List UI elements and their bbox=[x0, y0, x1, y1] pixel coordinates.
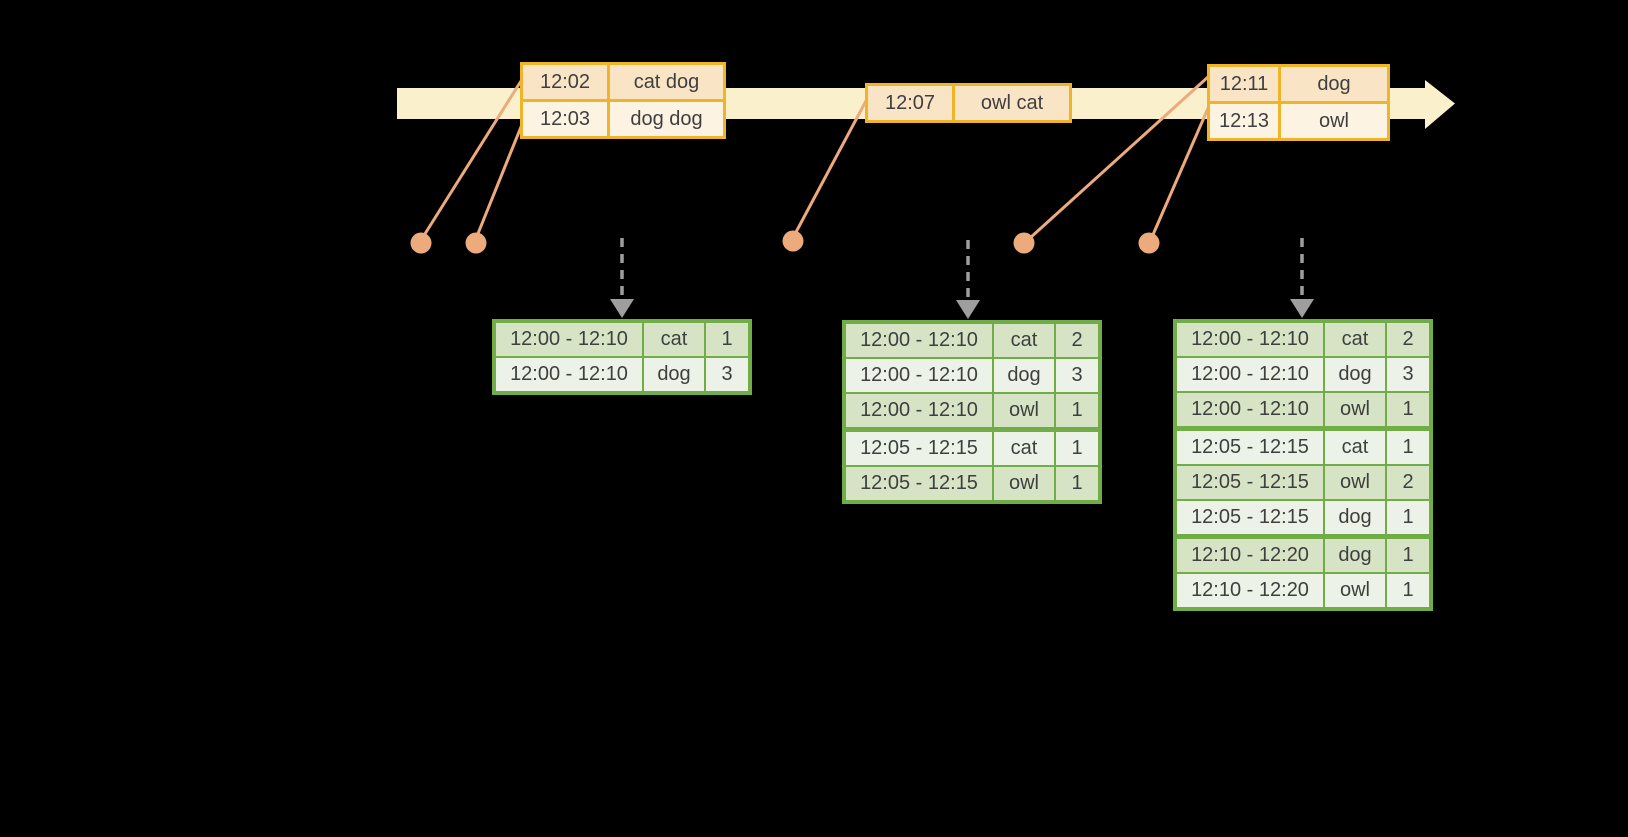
count-cell: 3 bbox=[1056, 359, 1098, 392]
event-time-cell: 12:13 bbox=[1210, 104, 1278, 138]
event-words-cell: cat dog bbox=[610, 65, 723, 99]
event-words-cell: owl bbox=[1281, 104, 1387, 138]
window-cell: 12:00 - 12:10 bbox=[846, 359, 992, 392]
table-row: 12:05 - 12:15 cat 1 bbox=[1177, 431, 1429, 464]
count-cell: 2 bbox=[1387, 466, 1429, 499]
event-connector-line bbox=[475, 121, 525, 237]
word-cell: cat bbox=[1325, 323, 1385, 356]
trigger-arrow-icon bbox=[610, 238, 634, 318]
count-cell: 2 bbox=[1387, 323, 1429, 356]
table-row: 12:05 - 12:15 dog 1 bbox=[1177, 501, 1429, 534]
event-row: 12:11 dog bbox=[1210, 67, 1387, 101]
count-cell: 1 bbox=[1387, 501, 1429, 534]
event-time-cell: 12:07 bbox=[868, 86, 952, 120]
count-cell: 1 bbox=[1056, 432, 1098, 465]
table-row: 12:05 - 12:15 owl 1 bbox=[846, 467, 1098, 500]
window-cell: 12:00 - 12:10 bbox=[846, 324, 992, 357]
count-cell: 2 bbox=[1056, 324, 1098, 357]
event-group-box-2: 12:07 owl cat bbox=[865, 83, 1072, 123]
window-cell: 12:00 - 12:10 bbox=[1177, 323, 1323, 356]
count-cell: 1 bbox=[1387, 574, 1429, 607]
count-cell: 3 bbox=[706, 358, 748, 391]
window-cell: 12:00 - 12:10 bbox=[1177, 358, 1323, 391]
table-row: 12:10 - 12:20 owl 1 bbox=[1177, 574, 1429, 607]
window-cell: 12:00 - 12:10 bbox=[496, 323, 642, 356]
event-dot bbox=[782, 230, 804, 252]
event-row: 12:13 owl bbox=[1210, 104, 1387, 138]
event-row: 12:03 dog dog bbox=[523, 102, 723, 136]
count-cell: 1 bbox=[1387, 393, 1429, 426]
word-cell: cat bbox=[994, 324, 1054, 357]
word-cell: dog bbox=[1325, 501, 1385, 534]
word-cell: dog bbox=[1325, 539, 1385, 572]
count-cell: 3 bbox=[1387, 358, 1429, 391]
event-dot bbox=[465, 232, 487, 254]
window-cell: 12:00 - 12:10 bbox=[846, 394, 992, 427]
count-cell: 1 bbox=[1387, 539, 1429, 572]
event-row: 12:07 owl cat bbox=[868, 86, 1069, 120]
window-cell: 12:10 - 12:20 bbox=[1177, 574, 1323, 607]
table-row: 12:00 - 12:10 cat 2 bbox=[846, 324, 1098, 357]
window-cell: 12:00 - 12:10 bbox=[1177, 393, 1323, 426]
window-cell: 12:05 - 12:15 bbox=[1177, 501, 1323, 534]
table-row: 12:05 - 12:15 cat 1 bbox=[846, 432, 1098, 465]
count-cell: 1 bbox=[1387, 431, 1429, 464]
word-cell: owl bbox=[1325, 466, 1385, 499]
word-cell: dog bbox=[994, 359, 1054, 392]
result-table-2: 12:00 - 12:10 cat 2 12:00 - 12:10 dog 3 … bbox=[842, 320, 1102, 504]
table-row: 12:05 - 12:15 owl 2 bbox=[1177, 466, 1429, 499]
window-cell: 12:00 - 12:10 bbox=[496, 358, 642, 391]
event-row: 12:02 cat dog bbox=[523, 65, 723, 99]
word-cell: owl bbox=[1325, 393, 1385, 426]
event-time-cell: 12:11 bbox=[1210, 67, 1278, 101]
event-words-cell: owl cat bbox=[955, 86, 1069, 120]
window-cell: 12:05 - 12:15 bbox=[1177, 466, 1323, 499]
table-row: 12:00 - 12:10 dog 3 bbox=[1177, 358, 1429, 391]
result-table-3: 12:00 - 12:10 cat 2 12:00 - 12:10 dog 3 … bbox=[1173, 319, 1433, 611]
result-table-1: 12:00 - 12:10 cat 1 12:00 - 12:10 dog 3 bbox=[492, 319, 752, 395]
word-cell: cat bbox=[1325, 431, 1385, 464]
table-row: 12:10 - 12:20 dog 1 bbox=[1177, 539, 1429, 572]
table-row: 12:00 - 12:10 dog 3 bbox=[846, 359, 1098, 392]
event-words-cell: dog bbox=[1281, 67, 1387, 101]
event-time-cell: 12:02 bbox=[523, 65, 607, 99]
window-cell: 12:05 - 12:15 bbox=[1177, 431, 1323, 464]
window-cell: 12:10 - 12:20 bbox=[1177, 539, 1323, 572]
word-cell: owl bbox=[1325, 574, 1385, 607]
event-words-cell: dog dog bbox=[610, 102, 723, 136]
table-row: 12:00 - 12:10 owl 1 bbox=[846, 394, 1098, 427]
event-dot bbox=[1138, 232, 1160, 254]
word-cell: dog bbox=[1325, 358, 1385, 391]
event-connector-line bbox=[1150, 105, 1211, 238]
table-row: 12:00 - 12:10 dog 3 bbox=[496, 358, 748, 391]
word-cell: owl bbox=[994, 467, 1054, 500]
event-connector-line bbox=[421, 80, 523, 238]
event-time-cell: 12:03 bbox=[523, 102, 607, 136]
count-cell: 1 bbox=[1056, 467, 1098, 500]
table-row: 12:00 - 12:10 cat 2 bbox=[1177, 323, 1429, 356]
event-group-box-3: 12:11 dog 12:13 owl bbox=[1207, 64, 1390, 141]
event-connector-line bbox=[793, 98, 869, 235]
count-cell: 1 bbox=[1056, 394, 1098, 427]
count-cell: 1 bbox=[706, 323, 748, 356]
event-dot bbox=[410, 232, 432, 254]
event-dot bbox=[1013, 232, 1035, 254]
event-group-box-1: 12:02 cat dog 12:03 dog dog bbox=[520, 62, 726, 139]
word-cell: cat bbox=[644, 323, 704, 356]
window-cell: 12:05 - 12:15 bbox=[846, 467, 992, 500]
trigger-arrow-icon bbox=[1290, 238, 1314, 318]
word-cell: cat bbox=[994, 432, 1054, 465]
window-cell: 12:05 - 12:15 bbox=[846, 432, 992, 465]
table-row: 12:00 - 12:10 cat 1 bbox=[496, 323, 748, 356]
table-row: 12:00 - 12:10 owl 1 bbox=[1177, 393, 1429, 426]
trigger-arrow-icon bbox=[956, 240, 980, 319]
event-connector-line bbox=[1028, 75, 1210, 240]
word-cell: dog bbox=[644, 358, 704, 391]
word-cell: owl bbox=[994, 394, 1054, 427]
